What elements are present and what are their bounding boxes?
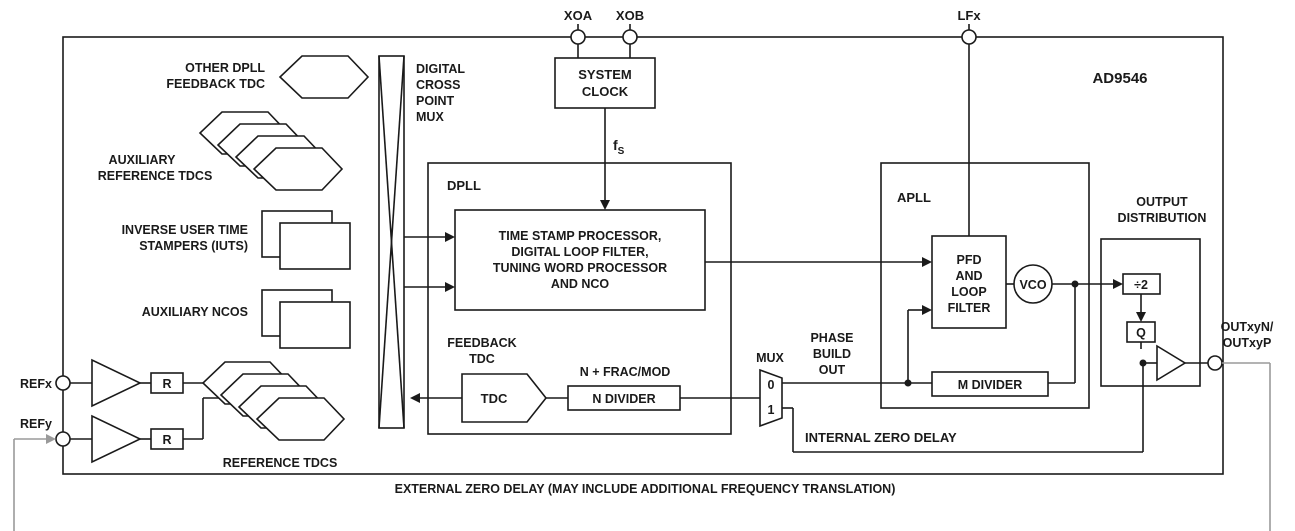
xoa-pin xyxy=(570,29,586,45)
ref-tdcs-label: REFERENCE TDCS xyxy=(223,456,338,470)
processor-label-2: DIGITAL LOOP FILTER, xyxy=(511,245,648,259)
output-buffer xyxy=(1156,344,1187,382)
mux-label: MUX xyxy=(756,351,784,365)
phase-build-out-label-3: OUT xyxy=(819,363,846,377)
m-divider-label: M DIVIDER xyxy=(958,378,1023,392)
pfd-loop-filter-block xyxy=(931,235,1007,329)
apll-block xyxy=(880,162,1090,409)
refx-label: REFx xyxy=(20,377,52,391)
n-divider-label: N DIVIDER xyxy=(592,392,655,406)
other-dpll-label: OTHER DPLL xyxy=(185,61,265,75)
aux-ref-tdc-shape xyxy=(252,147,344,191)
xob-pin xyxy=(622,29,638,45)
refx-buffer xyxy=(91,358,142,408)
ref-tdc-shape xyxy=(255,397,346,441)
dpll-label: DPLL xyxy=(447,178,481,193)
feedback-tdc-label-2: TDC xyxy=(469,352,495,366)
output-dist-label-2: DISTRIBUTION xyxy=(1118,211,1207,225)
other-dpll-tdc-shape xyxy=(278,55,370,99)
n-frac-label: N + FRAC/MOD xyxy=(580,365,671,379)
refx-r-label: R xyxy=(162,377,171,391)
refy-r-label: R xyxy=(162,433,171,447)
fs-label: fS xyxy=(613,137,625,157)
xoa-label: XOA xyxy=(564,8,593,23)
pfd-label: PFD xyxy=(957,253,982,267)
mux-in0-label: 0 xyxy=(768,378,775,392)
aux-ref-label-2: REFERENCE TDCS xyxy=(98,169,213,183)
processor-label-3: TUNING WORD PROCESSOR xyxy=(493,261,667,275)
crosspoint-label-3: POINT xyxy=(416,94,455,108)
pfd-label-2: AND xyxy=(955,269,982,283)
xob-label: XOB xyxy=(616,8,644,23)
mux-shape xyxy=(759,368,783,428)
pfd-label-4: FILTER xyxy=(948,301,991,315)
refy-pin xyxy=(55,431,71,447)
div2-label: ÷2 xyxy=(1134,278,1148,292)
output-dist-label: OUTPUT xyxy=(1136,195,1188,209)
dpll-block xyxy=(427,162,732,435)
q-label: Q xyxy=(1136,326,1146,340)
mux-in1-label: 1 xyxy=(768,403,775,417)
processor-label: TIME STAMP PROCESSOR, xyxy=(499,229,662,243)
dpll-processor-block xyxy=(454,209,706,311)
out-p-label: OUTxyP xyxy=(1223,336,1272,350)
output-dist-block xyxy=(1100,238,1201,387)
system-clock-block xyxy=(554,57,656,109)
out-n-label: OUTxyN/ xyxy=(1221,320,1274,334)
apll-label: APLL xyxy=(897,190,931,205)
refx-pin xyxy=(55,375,71,391)
processor-label-4: AND NCO xyxy=(551,277,610,291)
refy-buffer xyxy=(91,414,142,464)
system-clock-label: SYSTEM xyxy=(578,67,631,82)
feedback-tdc-shape xyxy=(461,373,548,423)
lfx-pin xyxy=(961,29,977,45)
phase-build-out-label: PHASE xyxy=(810,331,853,345)
external-zero-delay-label: EXTERNAL ZERO DELAY (MAY INCLUDE ADDITIO… xyxy=(395,482,896,496)
refy-label: REFy xyxy=(20,417,52,431)
aux-nco-shape xyxy=(279,301,351,349)
other-dpll-label-2: FEEDBACK TDC xyxy=(166,77,265,91)
crosspoint-label-4: MUX xyxy=(416,110,444,124)
chip-outline xyxy=(62,36,1224,475)
tdc-label: TDC xyxy=(481,391,508,406)
internal-zero-delay-label: INTERNAL ZERO DELAY xyxy=(805,430,957,445)
lfx-label: LFx xyxy=(957,8,981,23)
aux-ref-label: AUXILIARY xyxy=(109,153,177,167)
crosspoint-label-2: CROSS xyxy=(416,78,460,92)
aux-nco-label: AUXILIARY NCOS xyxy=(142,305,248,319)
crosspoint-label: DIGITAL xyxy=(416,62,465,76)
pfd-label-3: LOOP xyxy=(951,285,986,299)
feedback-tdc-label: FEEDBACK xyxy=(447,336,516,350)
vco-label: VCO xyxy=(1019,278,1046,292)
system-clock-label-2: CLOCK xyxy=(582,84,629,99)
out-pin xyxy=(1207,355,1223,371)
m-divider-block xyxy=(931,371,1049,397)
phase-build-out-label-2: BUILD xyxy=(813,347,851,361)
crosspoint-mux xyxy=(378,55,405,429)
iuts-label: INVERSE USER TIME xyxy=(122,223,248,237)
chip-label: AD9546 xyxy=(1092,70,1147,87)
iuts-shape xyxy=(279,222,351,270)
iuts-label-2: STAMPERS (IUTS) xyxy=(139,239,248,253)
